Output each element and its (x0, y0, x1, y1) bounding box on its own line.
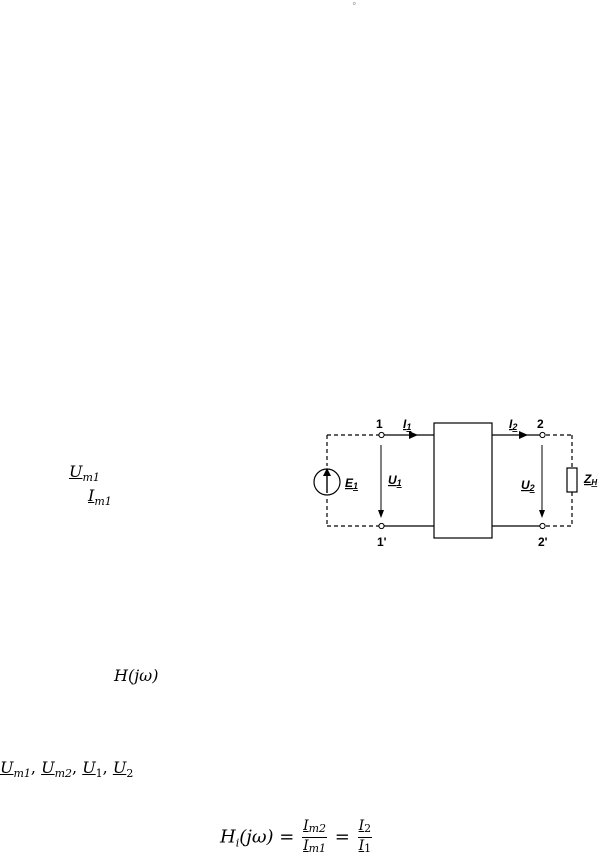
node-1p-label: 1' (377, 535, 387, 549)
node-2p-label: 2' (538, 535, 548, 549)
terminal-1 (378, 431, 385, 439)
terminal-2p (539, 522, 546, 530)
terminal-2 (539, 431, 546, 439)
voltage-in-arrow (378, 510, 384, 518)
voltage-out-label: U2 (521, 478, 535, 493)
two-port-circuit: 1 1' 2 2' I1 I2 E1 U1 U2 ZH (313, 417, 597, 549)
node-2-label: 2 (537, 417, 544, 431)
quantity-um1: Um1 (0, 758, 31, 780)
left-fraction-denominator: Im1 (88, 486, 112, 508)
quantity-um2: Um2 (41, 758, 73, 780)
source-label: E1 (345, 476, 358, 491)
transfer-function: H(jω) (114, 666, 159, 685)
load-impedance (566, 467, 578, 493)
voltage-out-arrow (539, 510, 545, 518)
quantity-u1: U1 (82, 758, 103, 780)
left-fraction-numerator: Um1 (69, 462, 100, 484)
current-in-arrow (409, 431, 418, 439)
fraction-im2-im1: Im2 Im1 (302, 818, 328, 855)
two-port-box (433, 422, 493, 539)
current-in-label: I1 (403, 417, 411, 432)
current-out-arrow (519, 431, 528, 439)
load-label: ZH (583, 472, 597, 487)
node-1-label: 1 (376, 417, 383, 431)
fraction-i2-i1: I2 I1 (357, 818, 373, 855)
current-out-label: I2 (509, 417, 517, 432)
top-mark: ° (352, 2, 357, 12)
terminal-1p (378, 522, 385, 530)
quantity-u2: U2 (112, 758, 134, 780)
voltage-in-label: U1 (388, 473, 402, 488)
current-transfer-equation: Hi(jω) = Im2 Im1 = I2 I1 (220, 818, 373, 855)
quantities-list: Um1, Um2, U1, U2 (0, 758, 134, 780)
